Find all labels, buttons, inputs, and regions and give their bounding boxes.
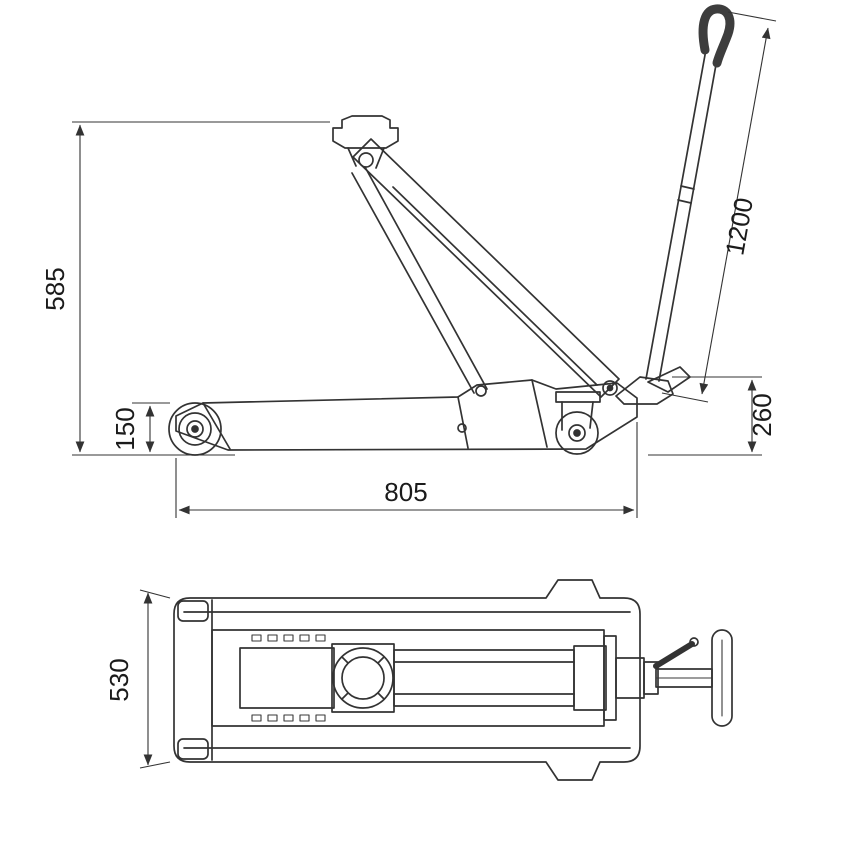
dim-chassis-length: 805 [175,422,638,518]
front-wheel-pads [177,600,209,760]
lift-arm [352,138,620,398]
dim-label-chassis-length: 805 [384,477,427,507]
t-grip [711,629,733,727]
dim-label-width: 530 [104,658,134,701]
saddle [332,115,399,169]
perforations [251,634,326,722]
saddle-plan [332,647,394,709]
handle-shaft [645,43,720,382]
dim-label-rear-height: 260 [747,393,777,436]
plan-view-dimensions: 530 [104,589,171,769]
handle-base [615,366,691,405]
side-view [168,4,735,456]
chassis-plan-outline [173,579,641,781]
handle-plan [615,629,733,727]
support-link [351,166,488,397]
dim-label-min-height: 150 [110,407,140,450]
handle-grip [698,4,735,68]
lift-arm-plan [211,629,617,727]
frame-rails [183,599,631,761]
dim-min-height: 150 [110,402,170,453]
dim-rear-height: 260 [648,376,777,456]
side-view-dimensions: 585 150 805 260 1200 [40,11,777,518]
dim-label-handle-length: 1200 [719,195,759,257]
dim-max-height: 585 [40,121,330,456]
dim-width: 530 [104,589,171,769]
dim-handle-length: 1200 [661,11,777,403]
dim-label-max-height: 585 [40,267,70,310]
chassis-side [175,379,638,451]
plan-view [173,579,733,781]
